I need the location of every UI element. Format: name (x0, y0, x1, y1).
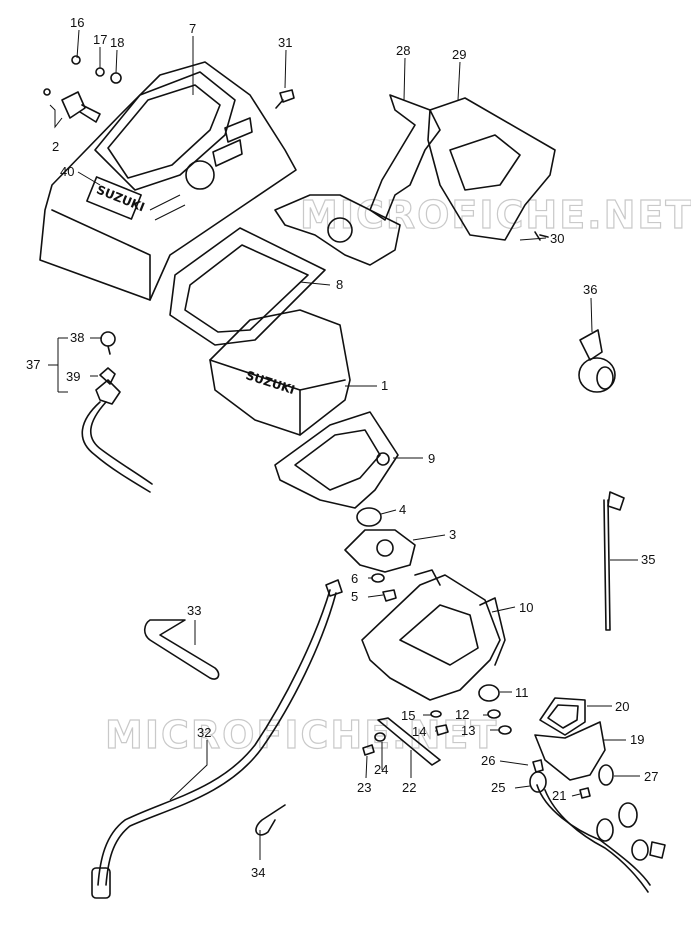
callout-10: 10 (519, 600, 533, 615)
washer-17 (95, 67, 105, 77)
callout-9: 9 (428, 451, 435, 466)
wire-clip-33 (143, 619, 220, 680)
washer-6 (371, 573, 385, 583)
callout-4: 4 (399, 502, 406, 517)
speedometer-gear-box (344, 529, 416, 573)
grommet-11 (478, 684, 500, 702)
washer-18 (110, 72, 122, 84)
callout-7: 7 (189, 21, 196, 36)
callout-3: 3 (449, 527, 456, 542)
indicator-lens (539, 697, 586, 736)
callout-32: 32 (197, 725, 211, 740)
nut-12 (487, 709, 501, 719)
meter-gasket (169, 227, 326, 346)
callout-39: 39 (66, 369, 80, 384)
callout-26: 26 (481, 753, 495, 768)
brand-label-lower: SUZUKI (244, 368, 296, 397)
washer-15 (430, 710, 442, 718)
meter-lower-case: SUZUKI (209, 309, 351, 436)
callout-14: 14 (412, 724, 426, 739)
plate-22 (377, 717, 441, 766)
bolt-5 (382, 589, 397, 602)
screw-14 (435, 724, 449, 736)
callout-11: 11 (515, 685, 529, 700)
callout-18: 18 (110, 35, 124, 50)
callout-17: 17 (93, 32, 107, 47)
meter-lower-plate (274, 411, 399, 509)
meter-upper-case: SUZUKI (39, 61, 297, 301)
callout-34: 34 (251, 865, 265, 880)
bulb-27 (598, 764, 614, 786)
callout-20: 20 (615, 699, 629, 714)
callout-36: 36 (583, 282, 597, 297)
callout-16: 16 (70, 15, 84, 30)
bulb-26 (532, 759, 544, 773)
callout-23: 23 (357, 780, 371, 795)
o-ring (356, 507, 382, 527)
callout-6: 6 (351, 571, 358, 586)
speedometer-cable (91, 579, 343, 899)
watermark-bottom: MICROFICHE.NET (105, 713, 498, 757)
screw-21 (579, 787, 591, 799)
callout-labels: 16 17 18 7 31 28 29 2 40 30 8 36 38 37 3… (26, 15, 658, 880)
callout-13: 13 (461, 723, 475, 738)
cable-clamp (578, 329, 616, 393)
cable-tie (603, 491, 625, 631)
callout-25: 25 (491, 780, 505, 795)
washer-24 (374, 732, 386, 742)
callout-1: 1 (381, 378, 388, 393)
callout-33: 33 (187, 603, 201, 618)
indicator-housing (534, 721, 606, 781)
callout-38: 38 (70, 330, 84, 345)
screw-31 (275, 89, 295, 109)
callout-29: 29 (452, 47, 466, 62)
leader-lines (48, 29, 640, 860)
callout-8: 8 (336, 277, 343, 292)
meter-lower-bracket (361, 569, 506, 701)
callout-12: 12 (455, 707, 469, 722)
callout-15: 15 (401, 708, 415, 723)
screw-23 (362, 744, 375, 756)
callout-30: 30 (550, 231, 564, 246)
callout-24: 24 (374, 762, 388, 777)
callout-28: 28 (396, 43, 410, 58)
screw-16 (71, 55, 81, 65)
meter-bracket (274, 94, 441, 266)
bulb-socket-assembly (81, 331, 153, 493)
callout-21: 21 (552, 788, 566, 803)
meter-wiring-harness (529, 771, 666, 893)
callout-31: 31 (278, 35, 292, 50)
trip-knob (43, 88, 101, 123)
callout-5: 5 (351, 589, 358, 604)
callout-22: 22 (402, 780, 416, 795)
washer-13 (498, 725, 512, 735)
brand-plate-upper (86, 176, 142, 220)
wire-clip-34 (255, 804, 286, 836)
callout-27: 27 (644, 769, 658, 784)
callout-35: 35 (641, 552, 655, 567)
watermark-top: MICROFICHE.NET (300, 193, 691, 237)
callout-19: 19 (630, 732, 644, 747)
callout-2: 2 (52, 139, 59, 154)
callout-37: 37 (26, 357, 40, 372)
callout-40: 40 (60, 164, 74, 179)
